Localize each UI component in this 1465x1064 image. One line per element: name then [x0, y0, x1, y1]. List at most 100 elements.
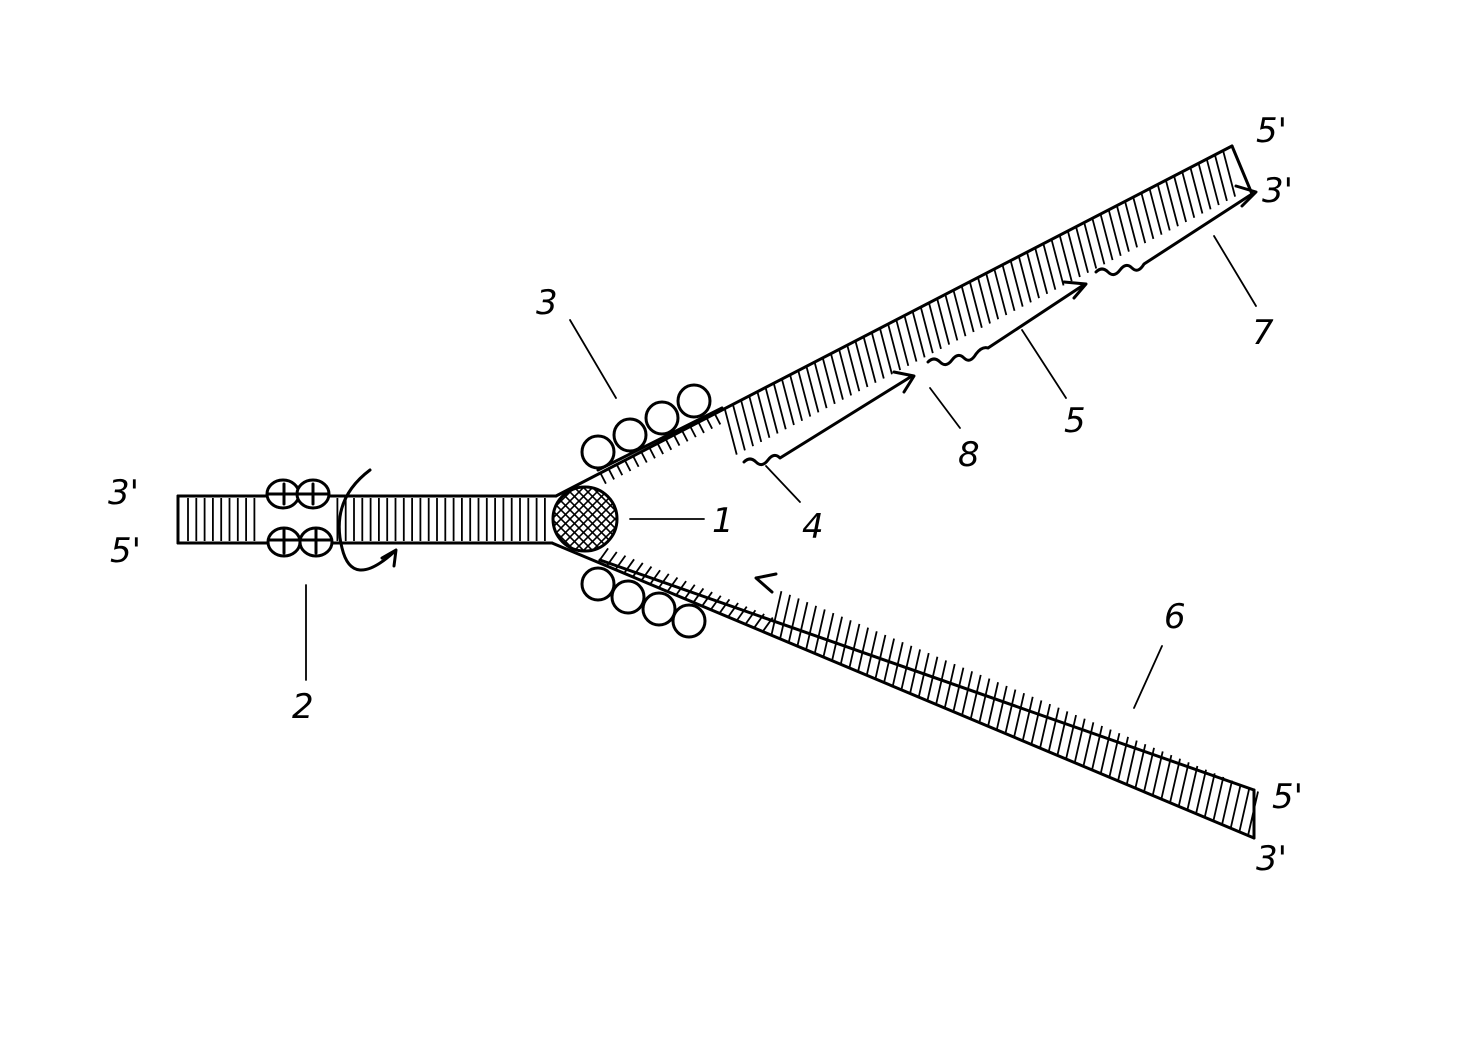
hatch-line [813, 609, 826, 654]
hatch-line [854, 340, 869, 388]
hatch-line [1212, 776, 1225, 822]
upper-strand-arm [554, 144, 1258, 498]
hatch-line [640, 451, 648, 463]
hatch-line [614, 555, 627, 571]
hatch-line [900, 645, 913, 691]
hatch-line [1124, 201, 1138, 248]
hatch-line [952, 667, 965, 712]
upper-new-strand-ticks [723, 150, 1236, 455]
hatch-line [1134, 743, 1147, 789]
hatch-line [623, 558, 635, 574]
hatch-line [1165, 179, 1179, 227]
hatch-line [1091, 725, 1103, 771]
label-4: 4 [802, 507, 824, 547]
hatch-line [1075, 226, 1089, 273]
ssb-proteins-upper [580, 383, 712, 470]
hatch-line [1091, 218, 1106, 265]
hatch-line [762, 617, 774, 633]
hatch-line [830, 353, 844, 400]
hatch-line [689, 426, 697, 438]
hatch-line [926, 656, 939, 701]
hatch-line [764, 387, 779, 434]
topoisomerase [265, 468, 398, 572]
hatch-line [1099, 729, 1112, 774]
arrow-head-7 [1234, 184, 1258, 208]
hatch-line [1099, 213, 1114, 261]
hatch-line [713, 413, 722, 425]
parental-base-pairs [187, 498, 546, 541]
hatch-line [1021, 696, 1034, 742]
hatch-line [756, 391, 771, 438]
hatch-line [911, 311, 926, 358]
arrow-head-5 [1062, 280, 1088, 300]
hatch-line [968, 281, 983, 328]
hatch-line [710, 595, 722, 611]
hatch-line [985, 273, 1000, 320]
hatch-line [943, 663, 956, 709]
hatch-line [1050, 239, 1065, 286]
hatch-line [664, 438, 673, 451]
ssb-proteins-lower [580, 566, 707, 639]
hatch-line [993, 268, 1008, 316]
hatch-line [656, 442, 664, 455]
hatch-line [1173, 175, 1187, 223]
hatch-line [632, 562, 644, 578]
hatch-line [1082, 722, 1095, 767]
hatch-line [772, 383, 787, 430]
hatch-line [1229, 784, 1242, 829]
hatch-line [944, 294, 959, 341]
hatch-line [770, 591, 783, 636]
hatch-line [1205, 158, 1220, 206]
hatch-line [597, 547, 609, 563]
hatch-line [1143, 747, 1155, 792]
lower-strand-arm [550, 541, 1259, 840]
hatch-line [909, 649, 921, 694]
hatch-line [615, 464, 624, 476]
end-left-top: 3' [108, 473, 139, 513]
hatch-line [681, 430, 689, 442]
hatch-line [736, 606, 748, 622]
hatch-line [1065, 714, 1077, 760]
hatch-line [977, 277, 991, 324]
hatch-line [583, 488, 616, 550]
hatch-line [870, 332, 885, 379]
hatch-line [1156, 184, 1171, 231]
upper-template-ticks [599, 413, 722, 485]
hatch-line [1125, 740, 1138, 785]
okazaki-fragment-2 [926, 284, 1084, 367]
hatch-line [787, 598, 800, 643]
hatch-line [1151, 751, 1164, 796]
hatch-line [684, 584, 696, 600]
hatch-line [1160, 754, 1173, 800]
okazaki-fragment-1 [742, 374, 914, 467]
hatch-line [883, 638, 895, 683]
end-left-bottom: 5' [110, 531, 141, 571]
hatch-line [565, 488, 616, 550]
hatch-line [1034, 247, 1049, 295]
hatch-line [599, 472, 607, 485]
hatch-line [1004, 689, 1017, 734]
label-5: 5 [1064, 401, 1086, 441]
hatch-line [1056, 711, 1069, 756]
hatch-line [666, 576, 679, 593]
hatch-line [1181, 171, 1196, 218]
hatch-line [805, 605, 817, 650]
hatch-line [1107, 209, 1122, 257]
hatch-line [895, 319, 910, 367]
hatch-line [1058, 234, 1073, 282]
hatch-line [919, 306, 934, 354]
hatch-line [607, 468, 615, 480]
hatch-line [748, 395, 763, 443]
end-upper-bottom: 3' [1262, 171, 1293, 211]
hatch-line [648, 447, 656, 459]
hatch-line [995, 685, 1008, 731]
leader-lines [305, 235, 1257, 709]
hatch-line [779, 594, 791, 640]
hatch-line [848, 623, 861, 669]
hatch-line [624, 459, 632, 472]
hatch-line [1001, 264, 1016, 312]
hatch-line [1017, 256, 1032, 303]
hatch-line [952, 289, 967, 337]
hatch-line [1030, 700, 1043, 745]
